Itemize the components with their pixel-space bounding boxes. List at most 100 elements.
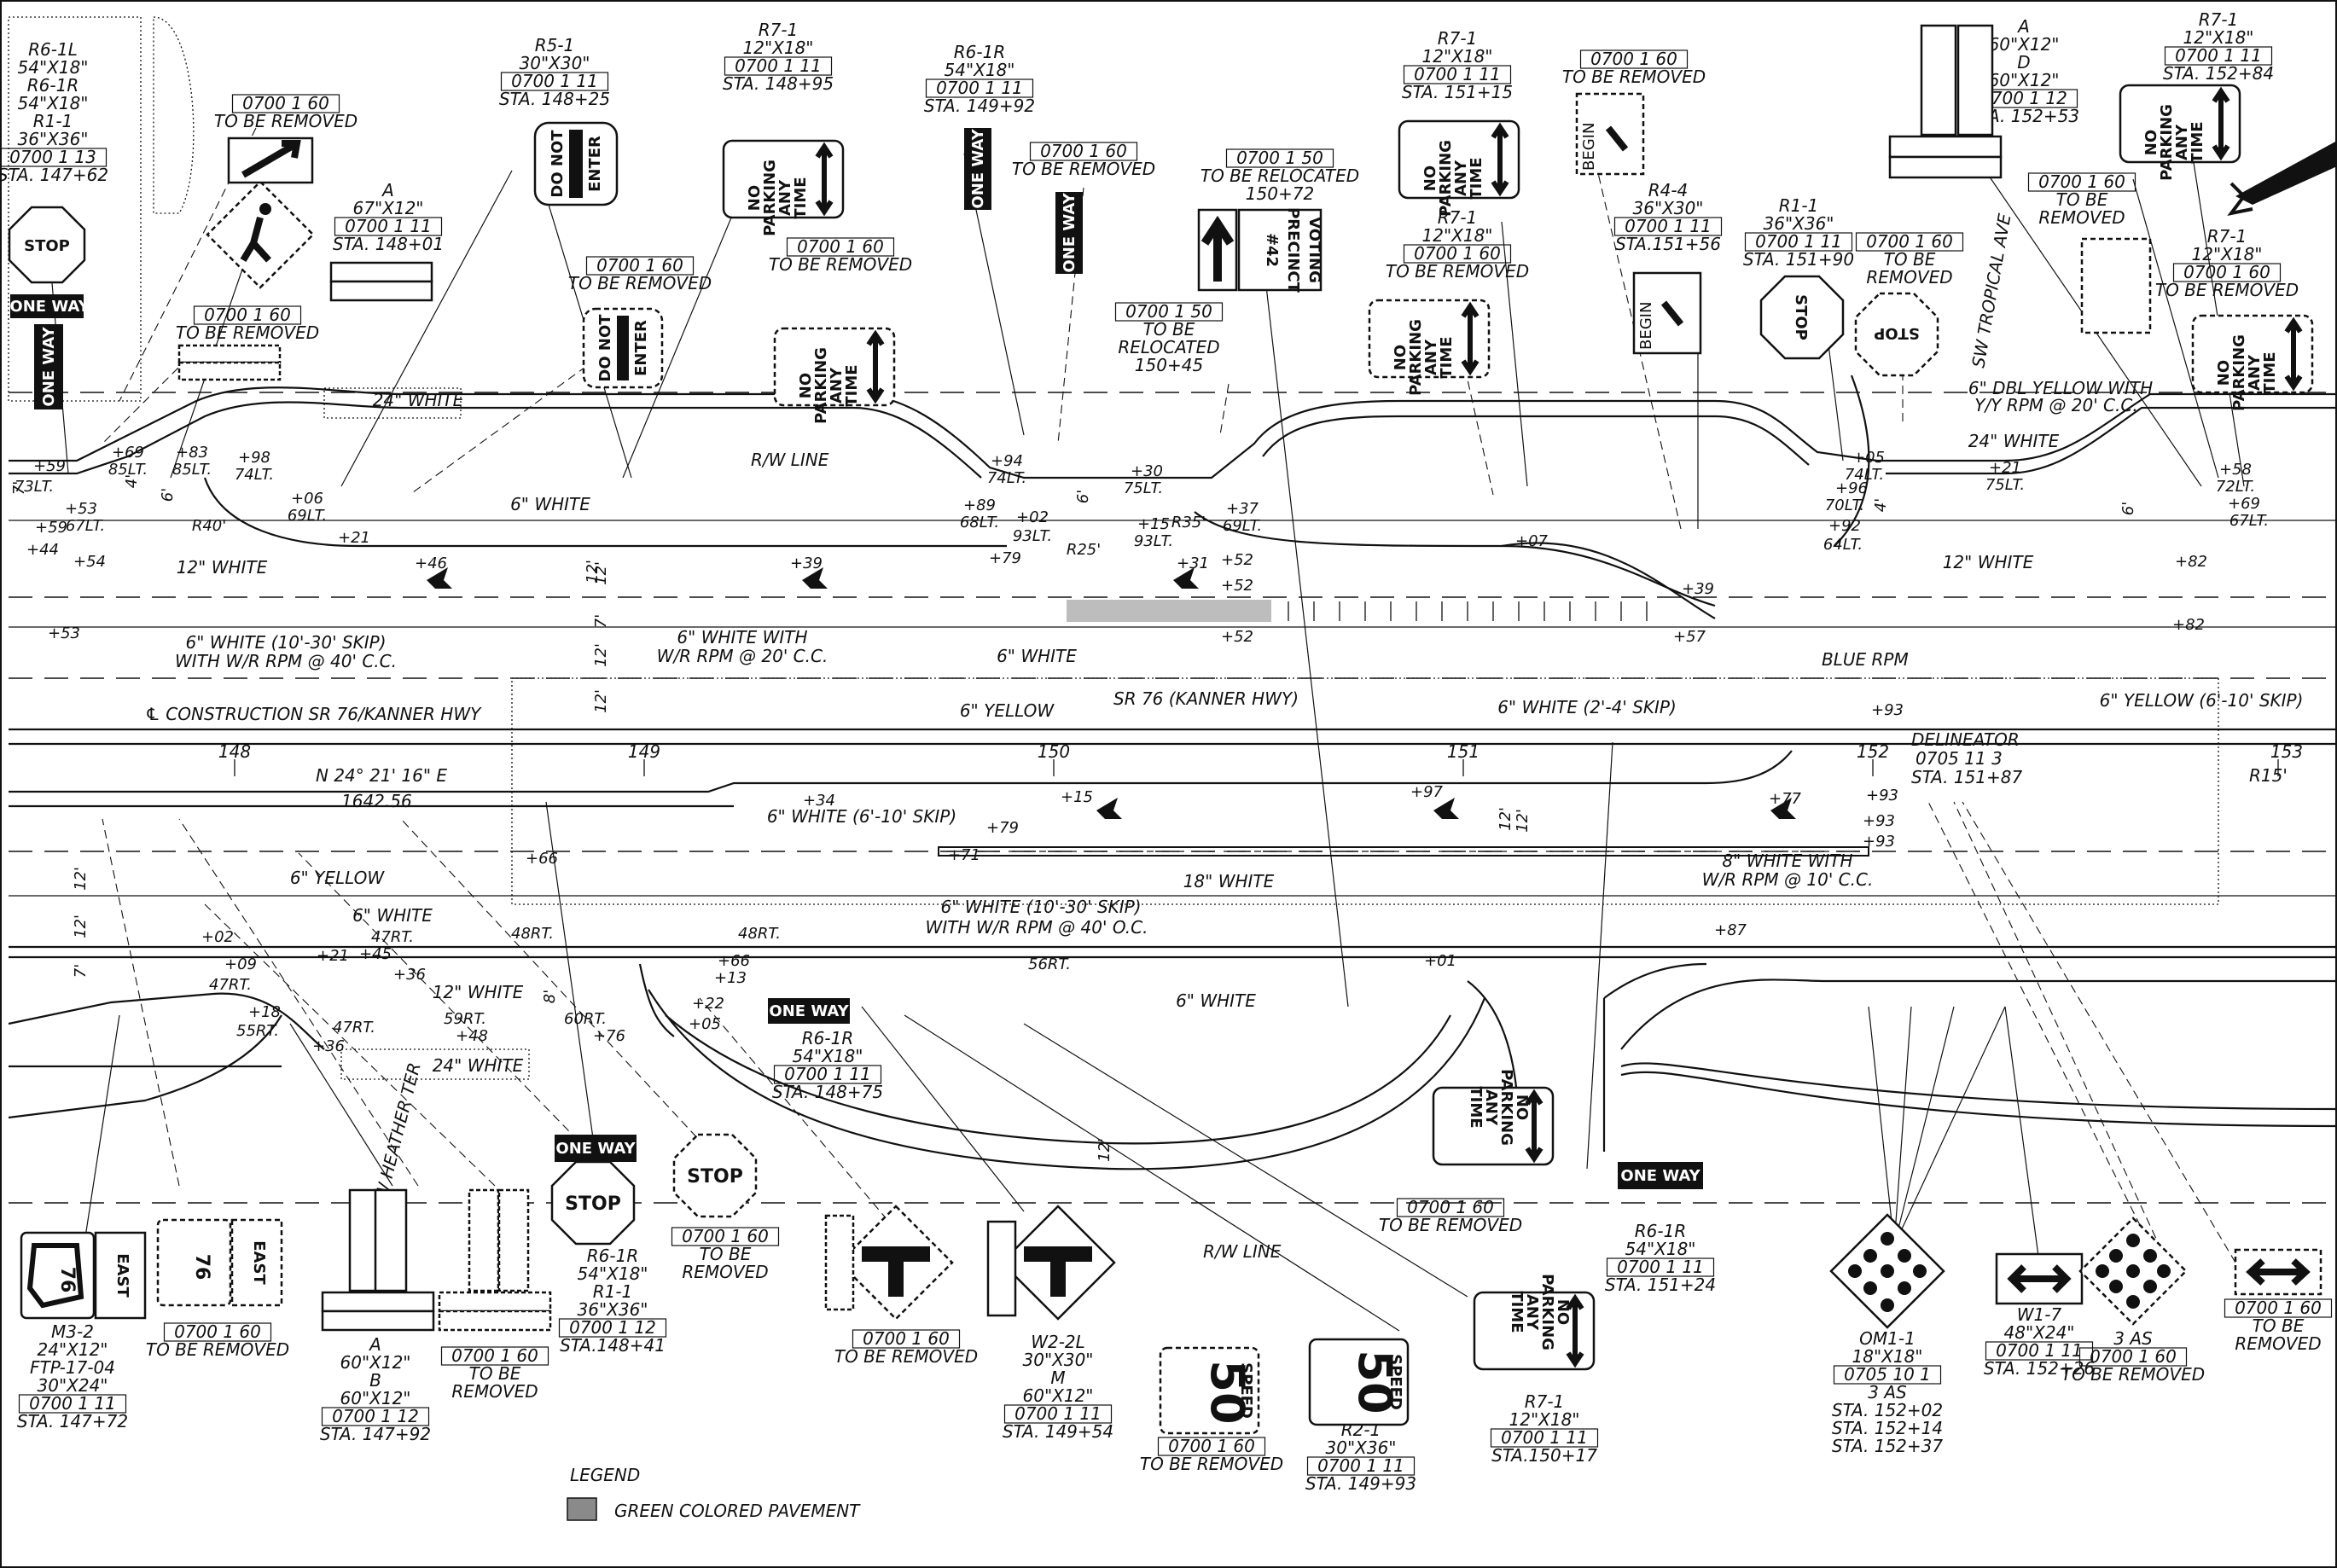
callout-line: 54"X18" [578,1263,648,1284]
callout-line: TO BE REMOVED [769,254,912,275]
no-parking-text: PARKING [1407,319,1425,396]
marking-label: 24" WHITE [1968,431,2060,451]
callout-line: STA. 152+14 [1832,1418,1943,1438]
offset-label: +96 [1835,479,1868,497]
offset-label: 85LT. [108,461,148,479]
no-parking-text: ANY [828,367,846,404]
no-parking-text: PARKING [761,160,779,236]
callout-line: R7-1 [2207,226,2247,247]
callout-line: 0700 1 60 [2235,1298,2322,1318]
svg-text:ONE WAY: ONE WAY [40,326,58,406]
sign-graphics: STOP ONE WAY ONE WAY DO NOT ENTER [8,24,2337,1435]
dimension-labels: 12'12'12'12'12'12'7'7'7'6'6'6'4'4'8'12'1… [10,474,2137,1162]
pay-item-box [0,148,108,167]
green-pavement [1067,600,1271,622]
sr76-label: SR 76 (KANNER HWY) [1113,688,1299,709]
offset-label: +01 [1424,952,1456,970]
offset-label: 74LT. [1845,466,1884,484]
callout-line: 0700 1 11 [1625,216,1712,236]
callout-line: 12"X18" [1509,1409,1580,1430]
speed-limit-sign: 50 SPEED [1308,1338,1410,1426]
callout-line: 0700 1 60 [797,236,884,257]
offset-label: 75LT. [1985,476,2025,494]
callout-line: 30"X24" [38,1375,108,1396]
callout-line: REMOVED [682,1262,768,1282]
callout-line: 0700 1 60 [2038,171,2125,192]
offset-label: 69LT. [1223,517,1262,535]
no-parking-text: ANY [2173,124,2191,160]
svg-text:VOTING: VOTING [1305,217,1323,283]
offset-label: +53 [65,500,97,518]
callout-line: STA. 151+15 [1402,82,1513,102]
offset-label: +05 [689,1015,721,1033]
offset-label: +66 [718,952,750,970]
marking-label: W/R RPM @ 20' C.C. [657,646,828,666]
svg-text:STOP: STOP [1792,294,1810,340]
callout-line: 0700 1 60 [596,255,683,276]
callout-line: 0700 1 13 [9,147,96,167]
no-parking-text: NO [1392,345,1410,370]
marking-label: 6" WHITE [997,646,1077,666]
callout-line: 60"X12" [340,1352,411,1373]
stop-sign-4: STOP [550,1160,636,1246]
callout-line: STA. 149+92 [924,96,1035,116]
callout-line: 30"X36" [1326,1437,1397,1458]
voting-precinct-sign: VOTING PRECINCT #42 [1197,207,1323,293]
callout-line: 0700 1 11 [511,71,598,91]
offset-label: +79 [986,819,1019,837]
north-arrow [2227,141,2337,216]
dimension-label: 7' [10,481,28,495]
legend-title: LEGEND [570,1465,640,1485]
callout-line: R4-4 [1648,180,1689,200]
offset-label: +94 [991,452,1023,470]
offset-label: +79 [989,549,1021,567]
callout-line: REMOVED [2038,207,2125,228]
no-parking-text: TIME [1467,1086,1485,1128]
callout-line: W2-2L [1031,1332,1085,1352]
callout-line: 36"X36" [1764,213,1834,234]
arrow-plaque [227,136,314,184]
callout-line: 0700 1 60 [242,93,329,113]
callout-line: R6-1R [1635,1221,1686,1241]
svg-text:ONE WAY: ONE WAY [1620,1167,1700,1185]
station-153: 153 [2270,741,2303,762]
callout-line: 0700 1 11 [735,55,822,76]
svg-text:76: 76 [191,1254,212,1281]
svg-text:BEGIN: BEGIN [1637,302,1655,350]
no-parking-text: PARKING [1497,1069,1515,1146]
offset-label: +46 [415,555,447,572]
one-way-sign-5: ONE WAY [768,998,850,1024]
callout-line: TO BE [469,1363,521,1384]
offset-label: +98 [238,449,270,467]
offset-label: +69 [2228,495,2260,513]
offset-label: 72LT. [2216,478,2255,496]
marking-label: 6" DBL YELLOW WITH [1968,378,2153,398]
station-150: 150 [1038,741,1070,762]
offset-label: +93 [1871,701,1904,719]
callout-line: 0700 1 11 [936,78,1023,98]
object-marker-1 [1829,1213,1945,1329]
dimension-label: 8' [541,990,559,1003]
callout-line: R6-1R [587,1246,638,1266]
callout-line: R1-1 [33,111,73,131]
offset-label: +53 [48,624,80,642]
callout-line: 36"X36" [578,1299,648,1320]
offset-label: +07 [1515,532,1549,550]
pay-item-box [1029,142,1138,161]
marking-label: 6" WHITE WITH [677,627,807,648]
callout-line: STA. 147+92 [320,1424,431,1444]
svg-text:ONE WAY: ONE WAY [555,1140,636,1158]
